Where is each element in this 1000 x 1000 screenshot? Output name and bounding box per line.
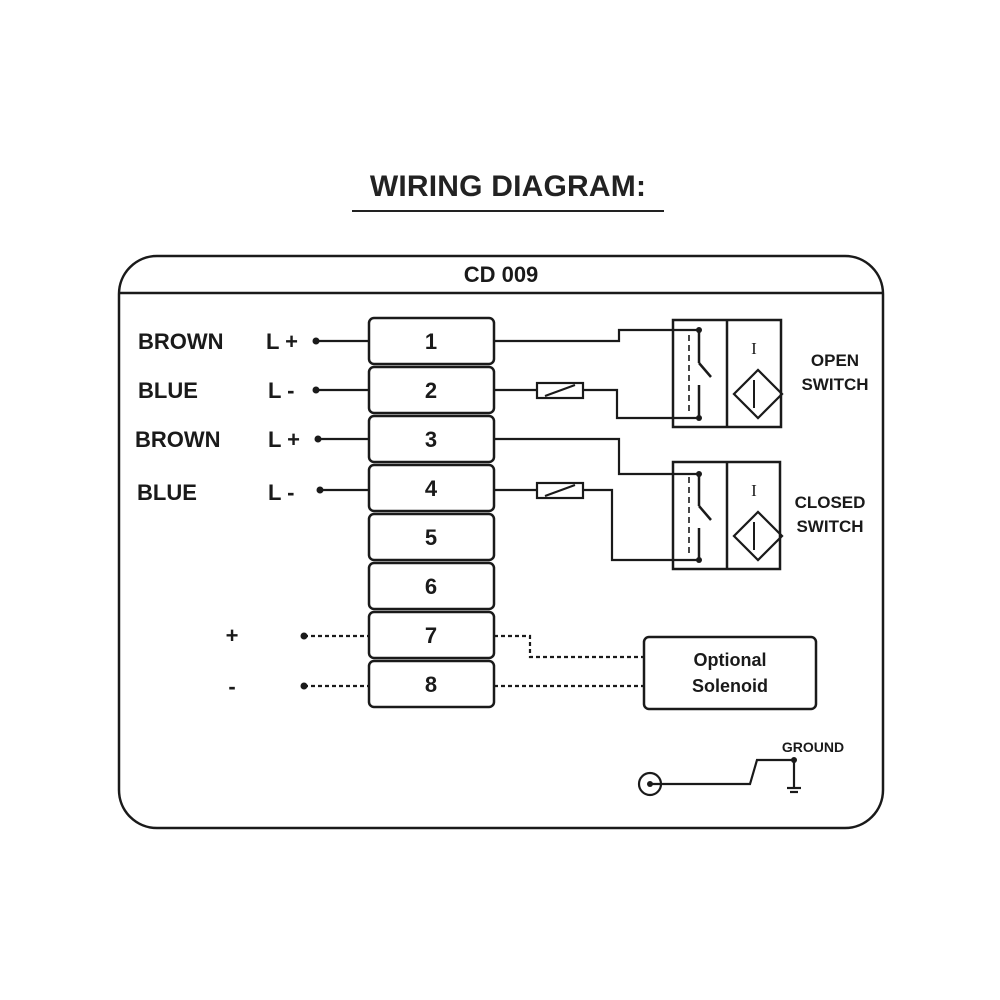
terminal-4 bbox=[367, 463, 496, 513]
wire-color-2: BLUE bbox=[138, 378, 198, 403]
wire-color-1: BROWN bbox=[138, 329, 224, 354]
model-label: CD 009 bbox=[464, 262, 539, 287]
terminal-number-7: 7 bbox=[425, 623, 437, 648]
wire-color-3: BROWN bbox=[135, 427, 221, 452]
terminal-number-1: 1 bbox=[425, 329, 437, 354]
ground-label: GROUND bbox=[782, 739, 844, 755]
open-switch-symbol: I bbox=[751, 339, 757, 358]
open-switch-label-line1: OPEN bbox=[811, 351, 859, 370]
wire-color-4: BLUE bbox=[137, 480, 197, 505]
wire-polarity-2: L - bbox=[268, 378, 294, 403]
ground-symbol bbox=[637, 758, 801, 797]
solenoid-minus-label: - bbox=[228, 674, 235, 699]
feed-dot-4 bbox=[316, 486, 324, 494]
wire-polarity-1: L + bbox=[266, 329, 298, 354]
solenoid-plus-label: + bbox=[226, 623, 239, 648]
terminal-number-6: 6 bbox=[425, 574, 437, 599]
wire-resistor-to-closed-switch bbox=[583, 488, 699, 562]
enclosure-box bbox=[117, 254, 885, 830]
closed-switch bbox=[671, 460, 784, 571]
closed-switch-label-line2: SWITCH bbox=[796, 517, 863, 536]
wire-polarity-4: L - bbox=[268, 480, 294, 505]
terminal-number-3: 3 bbox=[425, 427, 437, 452]
terminal-number-5: 5 bbox=[425, 525, 437, 550]
solenoid-label-line2: Solenoid bbox=[692, 676, 768, 696]
solenoid-label-line1: Optional bbox=[694, 650, 767, 670]
terminal-5 bbox=[367, 512, 496, 562]
wire-terminal-7-to-solenoid bbox=[494, 634, 644, 659]
open-switch-label-line2: SWITCH bbox=[801, 375, 868, 394]
terminal-8 bbox=[367, 659, 496, 709]
terminal-number-8: 8 bbox=[425, 672, 437, 697]
feed-dot-3 bbox=[314, 435, 322, 443]
wire-polarity-3: L + bbox=[268, 427, 300, 452]
feed-dot-1 bbox=[312, 337, 320, 345]
terminal-6 bbox=[367, 561, 496, 611]
wire-terminal-1-to-open-switch bbox=[494, 328, 699, 343]
solenoid-box bbox=[642, 635, 818, 711]
terminal-number-2: 2 bbox=[425, 378, 437, 403]
page-title: WIRING DIAGRAM: bbox=[352, 170, 664, 212]
feed-dot-2 bbox=[312, 386, 320, 394]
closed-switch-label-line1: CLOSED bbox=[795, 493, 866, 512]
terminal-number-4: 4 bbox=[425, 476, 438, 501]
feed-dot-7 bbox=[300, 632, 308, 640]
wire-resistor-to-open-switch bbox=[583, 388, 699, 420]
feed-dot-8 bbox=[300, 682, 308, 690]
wire-terminal-3-to-closed-switch bbox=[494, 437, 699, 476]
closed-switch-symbol: I bbox=[751, 481, 757, 500]
open-switch bbox=[671, 318, 784, 429]
